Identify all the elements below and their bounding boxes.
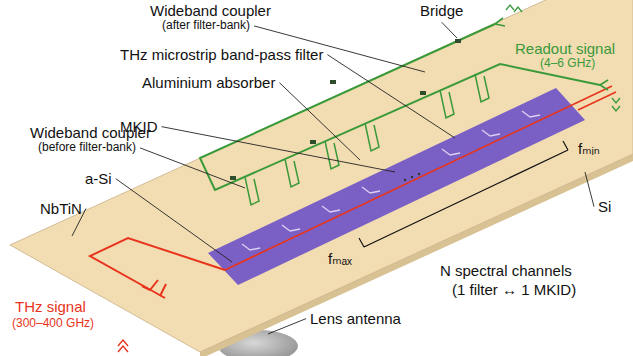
readout-arrows: [612, 98, 620, 111]
filter: [322, 206, 340, 212]
label: (after filter-bank): [162, 19, 250, 33]
mkid: [285, 159, 299, 187]
label: fₘᵢₙ: [578, 140, 600, 157]
readout-port: [600, 80, 608, 90]
label: Lens antenna: [310, 310, 401, 327]
label: (4–6 GHz): [540, 57, 595, 71]
label: (1 filter ↔ 1 MKID): [452, 281, 576, 298]
channel-bracket: [359, 141, 568, 247]
label: Bridge: [420, 2, 463, 19]
mkid: [440, 90, 454, 118]
bridge: [420, 91, 426, 95]
label: THz microstrip band-pass filter: [120, 46, 323, 63]
label: Wideband coupler: [150, 2, 271, 19]
readout-port: [495, 18, 505, 26]
label: Wideband coupler: [30, 124, 151, 141]
label: N spectral channels: [440, 262, 572, 279]
leader-line: [585, 172, 594, 207]
label: Aluminium absorber: [142, 74, 275, 91]
filter: [242, 244, 260, 250]
filter: [282, 225, 300, 231]
antenna: [142, 280, 166, 296]
leader-line: [162, 127, 396, 172]
thz-termination: [572, 86, 616, 110]
filters: [242, 111, 540, 250]
filter: [442, 149, 460, 155]
mkid: [365, 123, 379, 151]
label: Readout signal: [515, 40, 615, 57]
leader-line: [140, 148, 245, 188]
readout-arrows: [506, 5, 522, 12]
thz-feedline: [90, 238, 225, 298]
bridge: [455, 39, 461, 43]
dot: [411, 176, 413, 178]
thz-through-line: [225, 105, 572, 270]
dot: [404, 179, 406, 181]
bridge: [330, 80, 336, 84]
thz-arrows: [118, 340, 128, 352]
a-si-band: [208, 88, 585, 285]
leader-line: [279, 83, 360, 160]
leader-line: [442, 22, 457, 38]
ellipsis-dots: [404, 173, 420, 181]
leader-line: [327, 55, 455, 138]
mkid: [475, 74, 489, 102]
bridge: [310, 140, 316, 144]
label: fₘₐₓ: [328, 250, 352, 267]
dot: [418, 173, 420, 175]
filter: [482, 130, 500, 136]
mkids: [245, 74, 489, 205]
label: NbTiN: [40, 200, 82, 217]
bridge: [230, 176, 236, 180]
label: (before filter-bank): [38, 141, 136, 155]
leader-line: [116, 179, 232, 262]
label: (300–400 GHz): [12, 317, 94, 331]
filter: [362, 187, 380, 193]
label: a-Si: [85, 170, 112, 187]
chip-surface: [10, 0, 633, 352]
mkid: [325, 141, 339, 169]
label: Si: [598, 198, 611, 215]
leader-line: [268, 319, 306, 334]
filter: [522, 111, 540, 117]
mkid: [245, 177, 259, 205]
label: THz signal: [15, 298, 86, 315]
